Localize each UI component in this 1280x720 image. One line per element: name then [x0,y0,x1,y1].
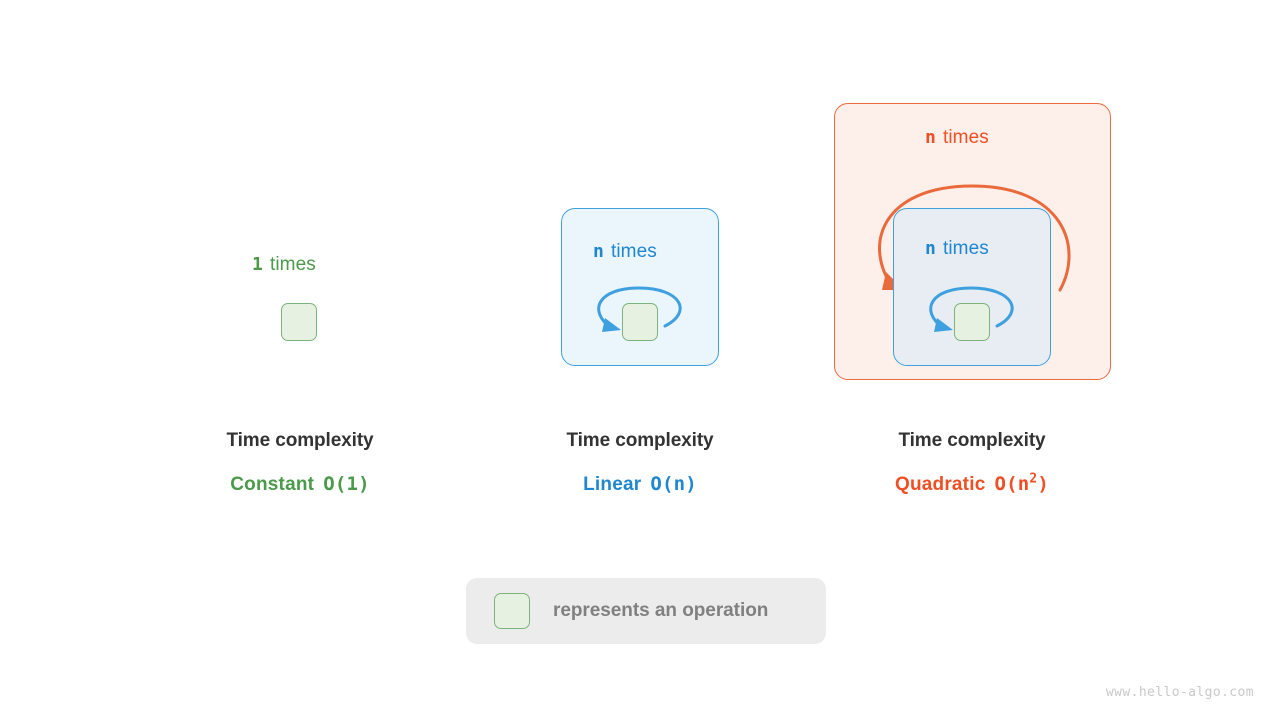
caption-quadratic-value: Quadratic O(n2) [842,473,1102,496]
caption-quadratic: Time complexity Quadratic O(n2) [842,430,1102,496]
caption-constant: Time complexity Constant O(1) [170,430,430,496]
linear-loop-box [561,208,719,366]
operation-box-quadratic [954,303,990,341]
caption-quadratic-bigo-close: ) [1037,473,1050,495]
caption-linear-name: Linear [583,474,642,495]
caption-quadratic-title: Time complexity [898,430,1046,451]
caption-linear-title: Time complexity [566,430,714,451]
quadratic-outer-loop-unit: times [942,127,989,148]
constant-loop-count: 1 [252,254,263,275]
watermark: www.hello-algo.com [1105,685,1254,700]
operation-box-linear [622,303,658,341]
legend-label: represents an operation [553,600,769,621]
caption-linear-bigo: O(n) [650,473,697,495]
caption-linear-value: Linear O(n) [510,473,770,496]
operation-box-constant [281,303,317,341]
quadratic-outer-loop-count: n [925,127,936,148]
caption-constant-bigo: O(1) [323,473,370,495]
caption-quadratic-name: Quadratic [894,474,986,495]
caption-quadratic-bigo-exponent: 2 [1029,471,1038,487]
caption-linear: Time complexity Linear O(n) [510,430,770,496]
linear-loop-count: n [593,241,604,262]
constant-loop-unit: times [269,254,316,275]
caption-constant-title: Time complexity [226,430,374,451]
caption-constant-name: Constant [230,474,315,495]
legend-operation-swatch [494,593,530,629]
legend: represents an operation [466,578,826,644]
caption-constant-value: Constant O(1) [170,473,430,496]
caption-quadratic-bigo: O(n2) [994,473,1049,495]
constant-loop-label: 1 times [252,255,316,274]
quadratic-inner-loop-box [893,208,1051,366]
caption-quadratic-bigo-base: O(n [994,473,1030,495]
linear-loop-unit: times [610,241,657,262]
quadratic-inner-loop-unit: times [942,238,989,259]
quadratic-inner-loop-count: n [925,238,936,259]
